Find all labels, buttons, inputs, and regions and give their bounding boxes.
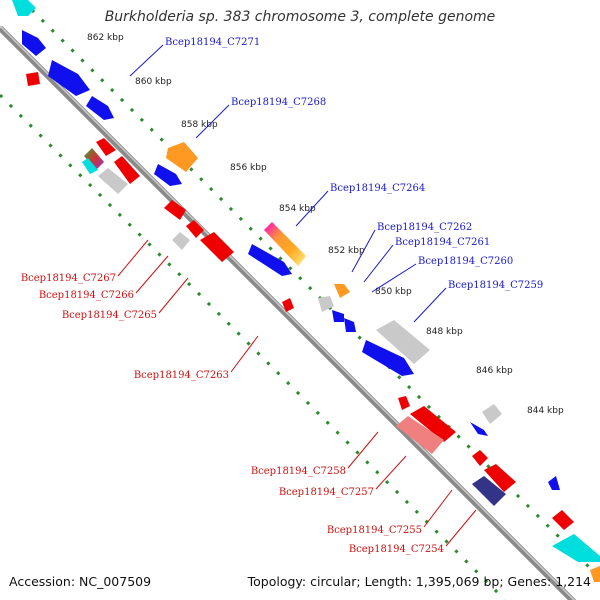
tick-label: 856 kbp: [230, 163, 267, 173]
label-leader-line: [158, 277, 189, 314]
label-leader-line: [129, 44, 164, 77]
genome-title: Burkholderia sp. 383 chromosome 3, compl…: [104, 9, 496, 25]
label-leader-line: [351, 229, 376, 273]
gene-orange[interactable]: [166, 142, 198, 172]
gene-red[interactable]: [398, 396, 410, 410]
gene-cyan[interactable]: [82, 158, 98, 174]
gene-red[interactable]: [552, 510, 574, 530]
gene-multicolor[interactable]: [264, 222, 306, 266]
gene-gray[interactable]: [318, 296, 334, 312]
gene-blue[interactable]: [22, 30, 46, 56]
gene-red[interactable]: [96, 138, 116, 156]
gene-red[interactable]: [472, 450, 488, 466]
gene-label[interactable]: Bcep18194_C7257: [279, 487, 374, 498]
gene-red[interactable]: [282, 298, 294, 312]
gene-gray[interactable]: [376, 320, 430, 364]
gene-navy[interactable]: [472, 476, 506, 506]
gene-cyan[interactable]: [12, 0, 36, 16]
gene-blue[interactable]: [248, 244, 292, 276]
gene-blue[interactable]: [86, 96, 114, 120]
label-leader-line: [371, 263, 417, 293]
gene-label[interactable]: Bcep18194_C7271: [165, 37, 260, 48]
label-leader-line: [347, 431, 379, 469]
gene-label[interactable]: Bcep18194_C7261: [395, 237, 490, 248]
label-leader-line: [363, 244, 394, 283]
label-leader-line: [230, 335, 259, 373]
tick-label: 858 kbp: [181, 120, 218, 130]
gene-red[interactable]: [26, 72, 40, 86]
chromosome-backbone: [0, 25, 577, 600]
gene-blue[interactable]: [48, 60, 90, 96]
tick-label: 844 kbp: [527, 406, 564, 416]
chromosome-backbone-highlight: [0, 25, 576, 600]
tick-label: 854 kbp: [279, 204, 316, 214]
accession: Accession: NC_007509: [9, 574, 152, 589]
gene-pink[interactable]: [396, 416, 444, 454]
gene-gray[interactable]: [482, 404, 502, 424]
gene-blue[interactable]: [548, 476, 560, 490]
label-leader-line: [423, 489, 453, 528]
gene-red[interactable]: [200, 232, 234, 262]
tick-label: 848 kbp: [426, 327, 463, 337]
gene-label[interactable]: Bcep18194_C7265: [62, 310, 157, 321]
gene-red[interactable]: [186, 220, 204, 238]
label-leader-line: [135, 255, 169, 294]
kbp-ticks: 862 kbp 860 kbp 858 kbp 856 kbp 854 kbp 852 k…: [87, 33, 564, 416]
gene-label[interactable]: Bcep18194_C7268: [231, 97, 326, 108]
label-leader-line: [445, 509, 477, 547]
label-leader-line: [117, 239, 149, 277]
label-leader-line: [413, 287, 447, 323]
gene-gray[interactable]: [172, 232, 190, 250]
gene-blue[interactable]: [362, 340, 414, 376]
gene-blue[interactable]: [470, 422, 488, 436]
gene-multicolor[interactable]: [84, 148, 104, 170]
topology: Topology: circular; Length: 1,395,069 bp…: [247, 574, 591, 589]
reverse-strand-genes: [26, 72, 574, 530]
tick-label: 846 kbp: [476, 366, 513, 376]
gene-label[interactable]: Bcep18194_C7262: [377, 222, 472, 233]
gene-label[interactable]: Bcep18194_C7258: [251, 466, 346, 477]
gene-label[interactable]: Bcep18194_C7255: [327, 525, 422, 536]
gene-blue[interactable]: [332, 310, 344, 322]
tick-label: 862 kbp: [87, 33, 124, 43]
gene-red[interactable]: [164, 200, 186, 220]
gene-red[interactable]: [114, 156, 140, 184]
tick-label: 860 kbp: [135, 77, 172, 87]
tick-label: 850 kbp: [375, 287, 412, 297]
label-leader-line: [375, 455, 407, 490]
gene-orange[interactable]: [590, 566, 600, 582]
gene-blue[interactable]: [344, 318, 356, 332]
gene-gray[interactable]: [98, 168, 128, 194]
gene-label[interactable]: Bcep18194_C7264: [330, 183, 425, 194]
gene-cyan[interactable]: [552, 534, 600, 562]
gene-orange[interactable]: [334, 284, 350, 298]
label-leader-line: [195, 104, 230, 139]
gene-label[interactable]: Bcep18194_C7267: [21, 273, 116, 284]
gene-labels: Bcep18194_C7271Bcep18194_C7268Bcep18194_…: [21, 37, 543, 555]
gene-label[interactable]: Bcep18194_C7254: [349, 544, 444, 555]
outer-tick-line: [20, 0, 600, 580]
gene-red[interactable]: [410, 406, 456, 442]
label-leader-line: [295, 190, 329, 227]
gene-label[interactable]: Bcep18194_C7259: [448, 280, 543, 291]
gene-red[interactable]: [484, 464, 516, 492]
gene-label[interactable]: Bcep18194_C7263: [134, 370, 229, 381]
gene-label[interactable]: Bcep18194_C7260: [418, 256, 513, 267]
tick-label: 852 kbp: [328, 246, 365, 256]
gene-label[interactable]: Bcep18194_C7266: [39, 290, 134, 301]
gene-blue[interactable]: [154, 164, 182, 186]
